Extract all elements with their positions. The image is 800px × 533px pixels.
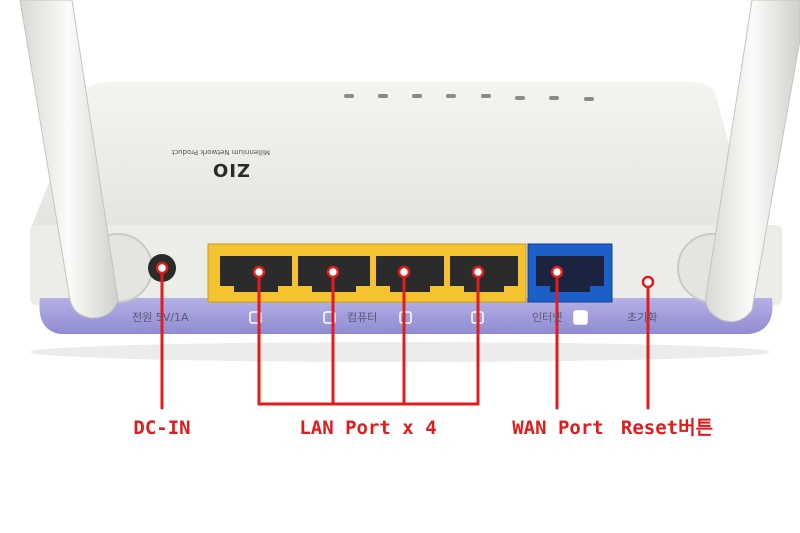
lan-port-icon <box>376 256 444 292</box>
status-leds <box>344 94 594 101</box>
reset-button-callout: Reset버튼 <box>620 417 714 439</box>
power-label: 전원 5V/1A <box>132 311 189 324</box>
computer-label: 컴퓨터 <box>347 311 378 324</box>
status-led-icon <box>378 94 388 98</box>
reset-label: 초기화 <box>627 311 658 324</box>
router-antenna-right-icon <box>705 0 800 323</box>
callout-dots <box>155 261 655 289</box>
status-led-icon <box>446 94 456 98</box>
lan-port-callout: LAN Port x 4 <box>299 417 437 439</box>
internet-label: 인터넷 <box>532 311 563 324</box>
callout-lines <box>160 266 650 410</box>
brand-logo-text: ZIO <box>211 159 250 180</box>
brand-logo: ZIO Millennium Network Product <box>110 140 270 180</box>
status-led-icon <box>584 97 594 101</box>
router-antenna-left-icon <box>19 0 119 319</box>
dc-in-callout: DC-IN <box>133 417 191 439</box>
status-led-icon <box>515 96 525 100</box>
wan-port-callout: WAN Port <box>512 417 604 439</box>
status-led-icon <box>344 94 354 98</box>
brand-tagline: Millennium Network Product <box>171 148 270 156</box>
base-band <box>39 298 773 334</box>
status-led-icon <box>412 94 422 98</box>
wan-port-icon <box>536 256 604 292</box>
lan-port-icon <box>450 256 518 292</box>
floor-shadow <box>30 342 770 362</box>
status-led-icon <box>549 96 559 100</box>
status-led-icon <box>481 94 491 98</box>
